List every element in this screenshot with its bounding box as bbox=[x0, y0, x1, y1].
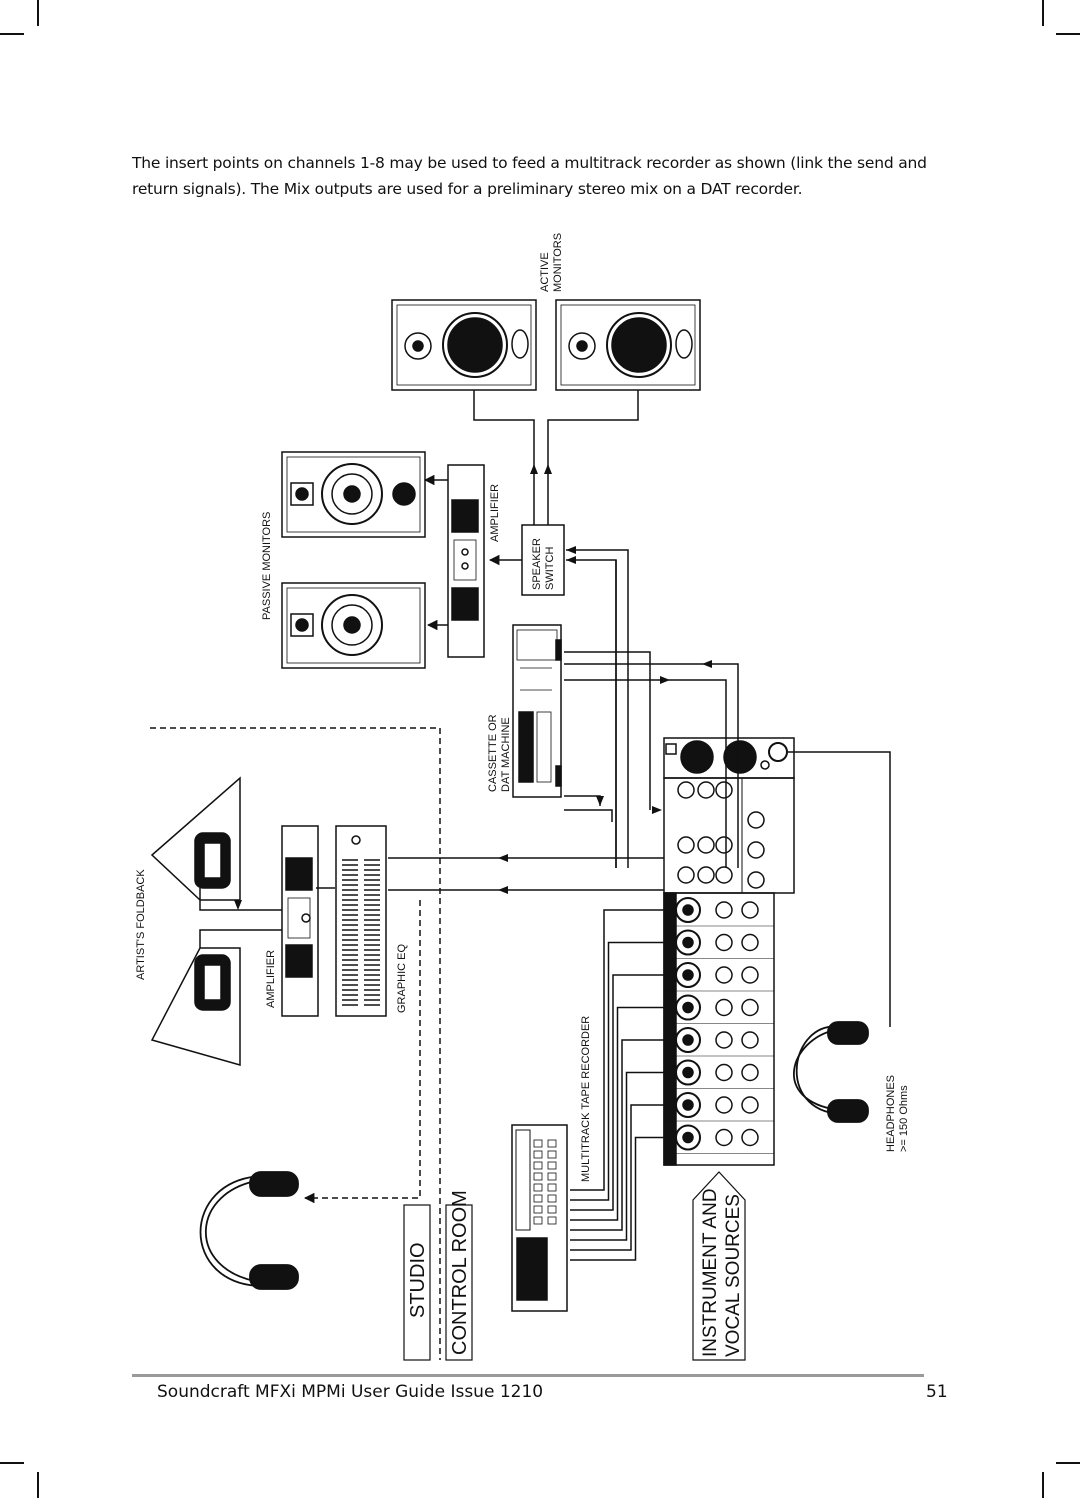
headphones-right bbox=[793, 1021, 869, 1123]
phones-jack bbox=[768, 742, 788, 762]
headphones-label: HEADPHONES bbox=[885, 1075, 897, 1152]
foldback-wedge-bottom bbox=[150, 947, 241, 1066]
cables bbox=[199, 390, 891, 1261]
headphones-label-2: >= 150 Ohms bbox=[898, 1085, 910, 1152]
passive-monitor-top bbox=[281, 451, 426, 538]
arrowheads bbox=[234, 464, 712, 910]
room-divider bbox=[150, 727, 441, 1360]
amplifier-bottom-label: AMPLIFIER bbox=[265, 950, 277, 1008]
passive-monitors-label: PASSIVE MONITORS bbox=[261, 512, 273, 620]
intro-line-2: return signals). The Mix outputs are use… bbox=[132, 180, 803, 198]
amplifier-top bbox=[447, 464, 485, 658]
page-number: 51 bbox=[926, 1382, 948, 1402]
artists-foldback-label: ARTIST'S FOLDBACK bbox=[135, 869, 147, 980]
cassette-label: CASSETTE OR bbox=[487, 714, 499, 792]
mixer bbox=[663, 737, 795, 1166]
speaker-switch-label: SPEAKER bbox=[531, 538, 543, 590]
studio-label: STUDIO bbox=[407, 1242, 429, 1318]
active-monitors-label-2: MONITORS bbox=[552, 233, 564, 292]
footer-rule bbox=[132, 1374, 924, 1377]
graphic-eq-label: GRAPHIC EQ bbox=[396, 943, 408, 1013]
instrument-label: INSTRUMENT AND bbox=[700, 1188, 721, 1357]
cassette-dat-machine bbox=[512, 624, 562, 798]
instrument-label-2: VOCAL SOURCES bbox=[723, 1194, 744, 1357]
cassette-label-2: DAT MACHINE bbox=[500, 717, 512, 792]
intro-line-1: The insert points on channels 1-8 may be… bbox=[132, 154, 927, 172]
active-monitor-right bbox=[555, 299, 701, 391]
instrument-sources-box bbox=[692, 1171, 746, 1361]
foldback-wedge-top bbox=[150, 776, 241, 901]
intro-paragraph: The insert points on channels 1-8 may be… bbox=[132, 150, 932, 202]
active-monitor-left bbox=[391, 299, 537, 391]
active-monitors-label: ACTIVE bbox=[539, 252, 551, 292]
multitrack-label: MULTITRACK TAPE RECORDER bbox=[580, 1016, 592, 1182]
passive-monitor-bottom bbox=[281, 582, 426, 669]
speaker-switch-label-2: SWITCH bbox=[544, 547, 556, 590]
graphic-eq bbox=[335, 825, 387, 1017]
headphones-left bbox=[199, 1171, 299, 1290]
control-room-label: CONTROL ROOM bbox=[449, 1190, 471, 1355]
amplifier-bottom bbox=[281, 825, 319, 1017]
multitrack-recorder bbox=[511, 1124, 568, 1312]
speaker-switch bbox=[521, 524, 565, 596]
amplifier-top-label: AMPLIFIER bbox=[489, 484, 501, 542]
control-room-box bbox=[445, 1204, 473, 1361]
studio-box bbox=[403, 1204, 431, 1361]
footer-title: Soundcraft MFXi MPMi User Guide Issue 12… bbox=[157, 1382, 544, 1402]
